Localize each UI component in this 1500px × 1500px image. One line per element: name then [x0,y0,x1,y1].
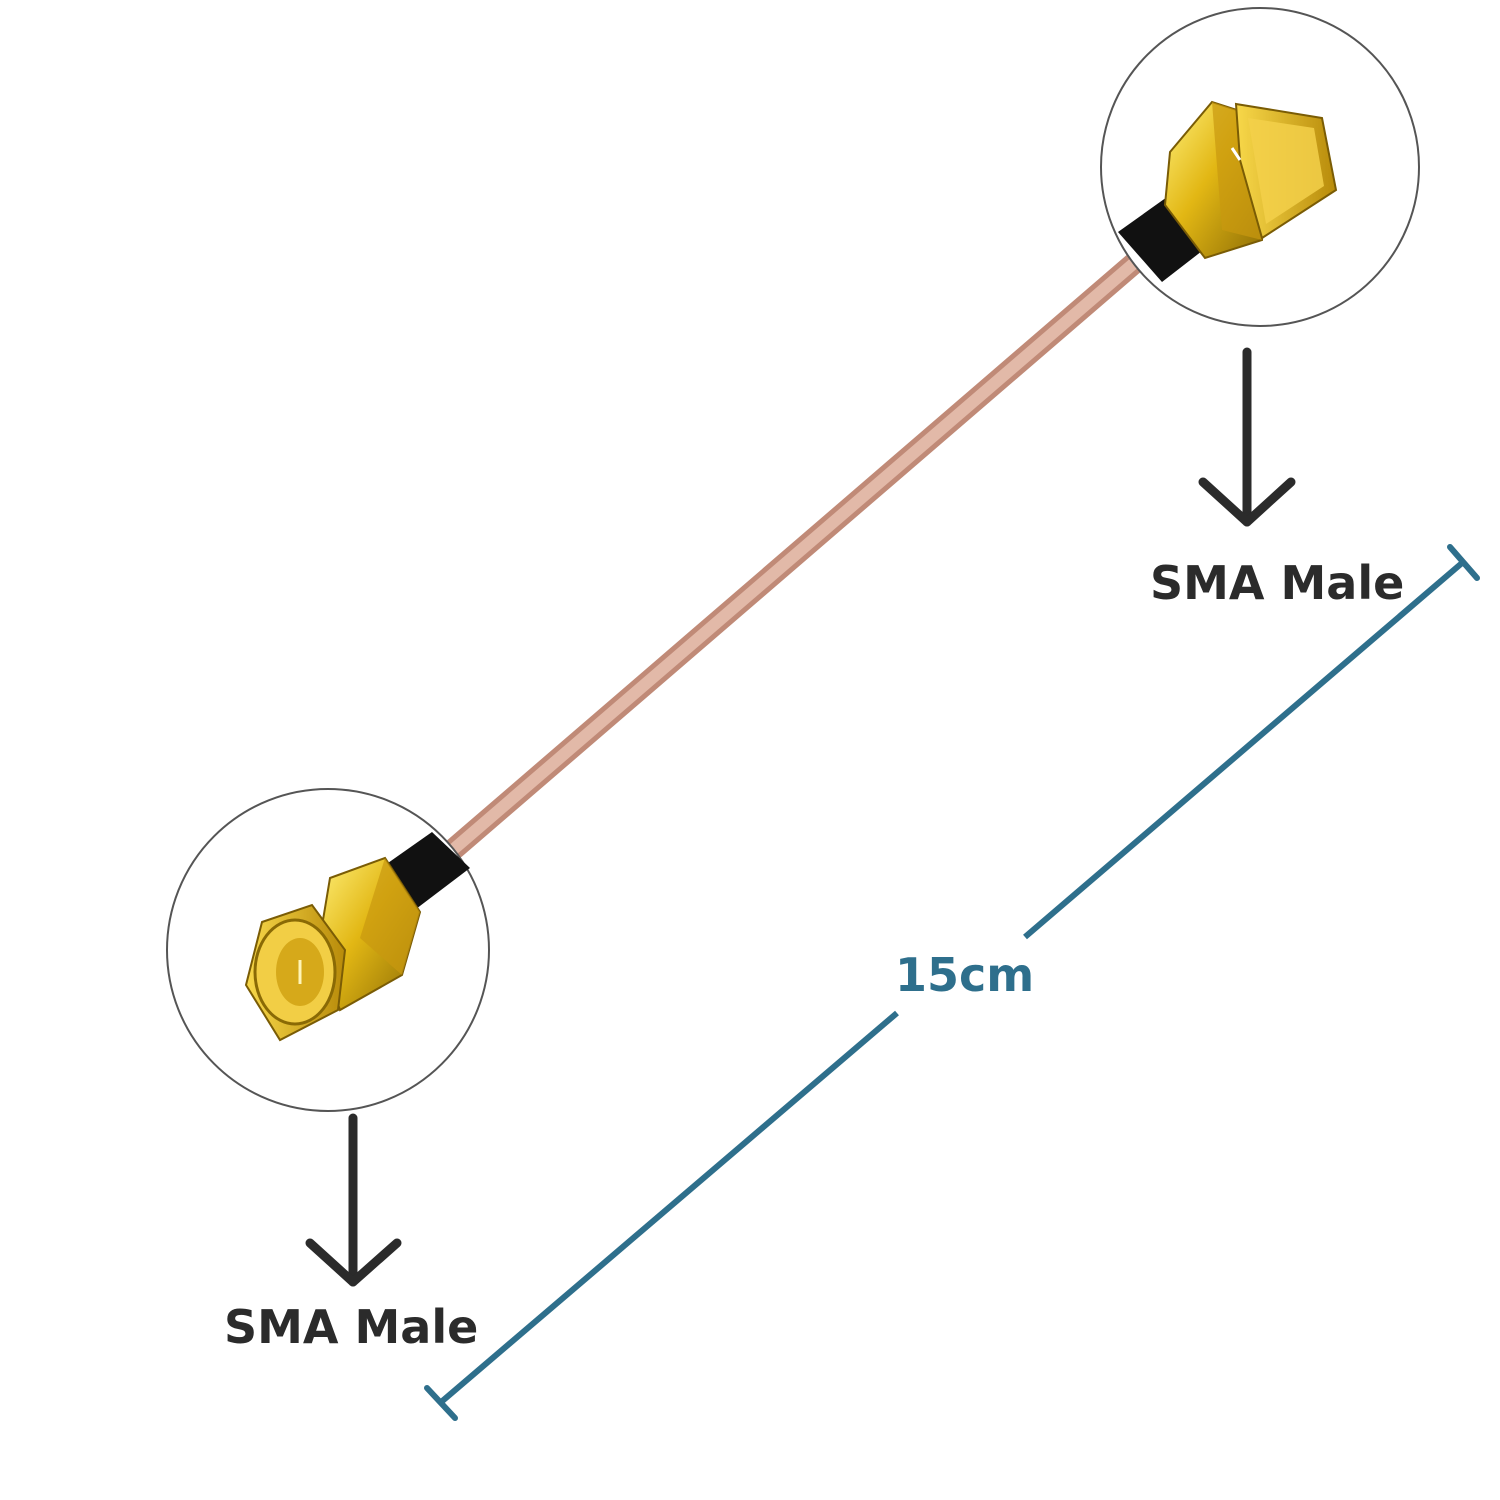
arrow-down-icon [305,1113,402,1287]
coax-cable [444,247,1151,859]
sma-male-connector-icon [1118,100,1338,282]
bottom-connector-magnifier [166,788,490,1112]
top-connector-magnifier [1100,7,1420,327]
cable-length-label: 15cm [895,948,1035,1002]
dimension-line [424,544,1480,1421]
bottom-connector-label: SMA Male [224,1300,479,1354]
sma-male-connector-icon [244,832,470,1042]
arrow-down-icon [1198,347,1296,527]
top-connector-label: SMA Male [1150,556,1405,610]
